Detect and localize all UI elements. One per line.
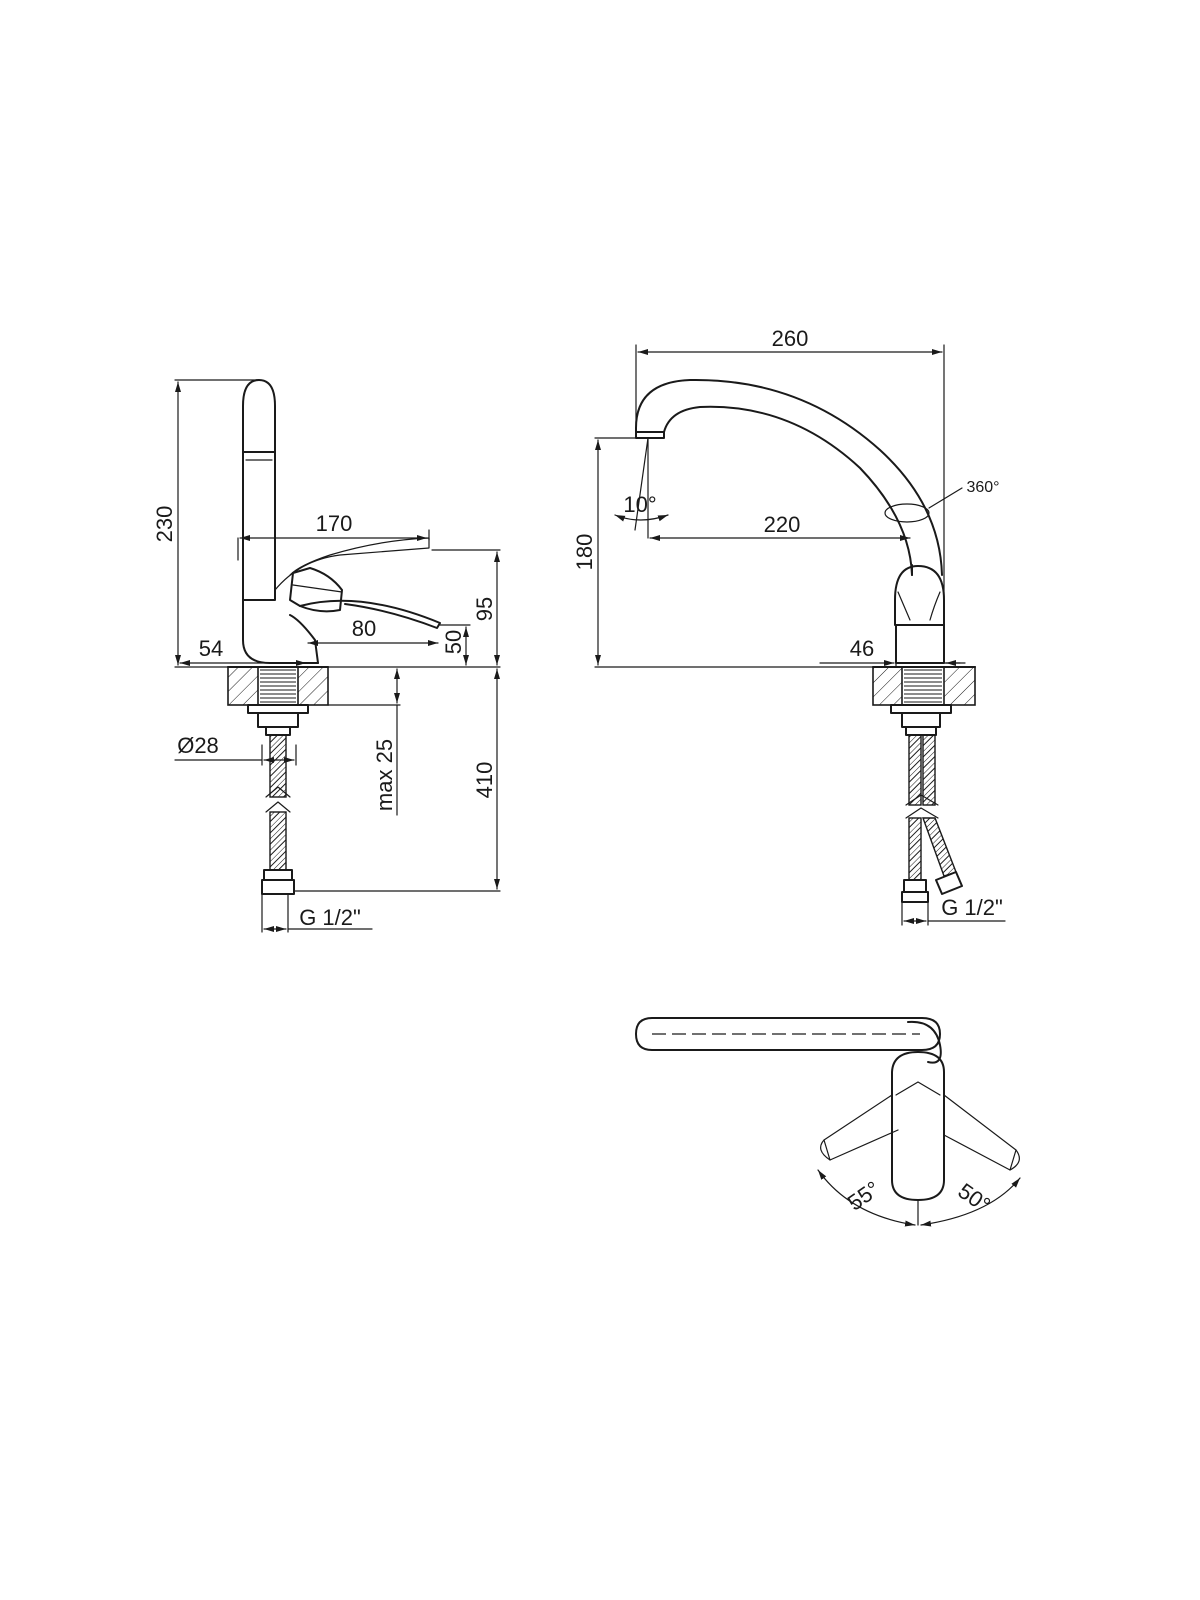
top-body (891, 1051, 945, 1226)
dim-230-label: 230 (152, 506, 177, 543)
top-lever-positions (820, 1094, 1020, 1171)
front-hoses (901, 734, 963, 903)
front-spout (635, 378, 943, 576)
rotation-360-label: 360° (966, 479, 999, 496)
dim-180-label: 180 (572, 534, 597, 571)
dim-o28-label: Ø28 (177, 733, 219, 758)
side-view: 230 170 95 50 80 54 Ø28 max 25 410 G 1/2… (152, 379, 501, 933)
side-hose (261, 734, 295, 895)
dim-220-label: 220 (764, 512, 801, 537)
thread-label-front: G 1/2" (941, 895, 1003, 920)
angle-10-label: 10° (623, 492, 656, 517)
top-view: 55° 50° (635, 1017, 1021, 1227)
thread-label-side: G 1/2" (299, 905, 361, 930)
dim-46-label: 46 (850, 636, 874, 661)
top-angle-arcs (817, 1169, 1021, 1227)
dim-54-label: 54 (199, 636, 223, 661)
front-dimensions (594, 344, 1006, 926)
side-deck (227, 666, 329, 736)
dim-410-label: 410 (472, 762, 497, 799)
front-deck (872, 666, 976, 736)
front-body (894, 565, 945, 664)
dim-max25-label: max 25 (372, 739, 397, 811)
side-dimensions (174, 379, 501, 933)
side-lever (274, 537, 441, 629)
side-spout-body (242, 379, 319, 664)
angle-55-label: 55° (843, 1176, 885, 1216)
dim-170-label: 170 (316, 511, 353, 536)
front-angle-10 (614, 437, 669, 539)
dim-260-label: 260 (772, 326, 809, 351)
top-spout (635, 1017, 942, 1064)
dim-95-label: 95 (472, 597, 497, 621)
front-view: 260 180 220 10° 360° 46 G 1/2" (572, 326, 1006, 926)
dim-50-label: 50 (441, 630, 466, 654)
dim-80-label: 80 (352, 616, 376, 641)
angle-50-label: 50° (954, 1178, 996, 1218)
